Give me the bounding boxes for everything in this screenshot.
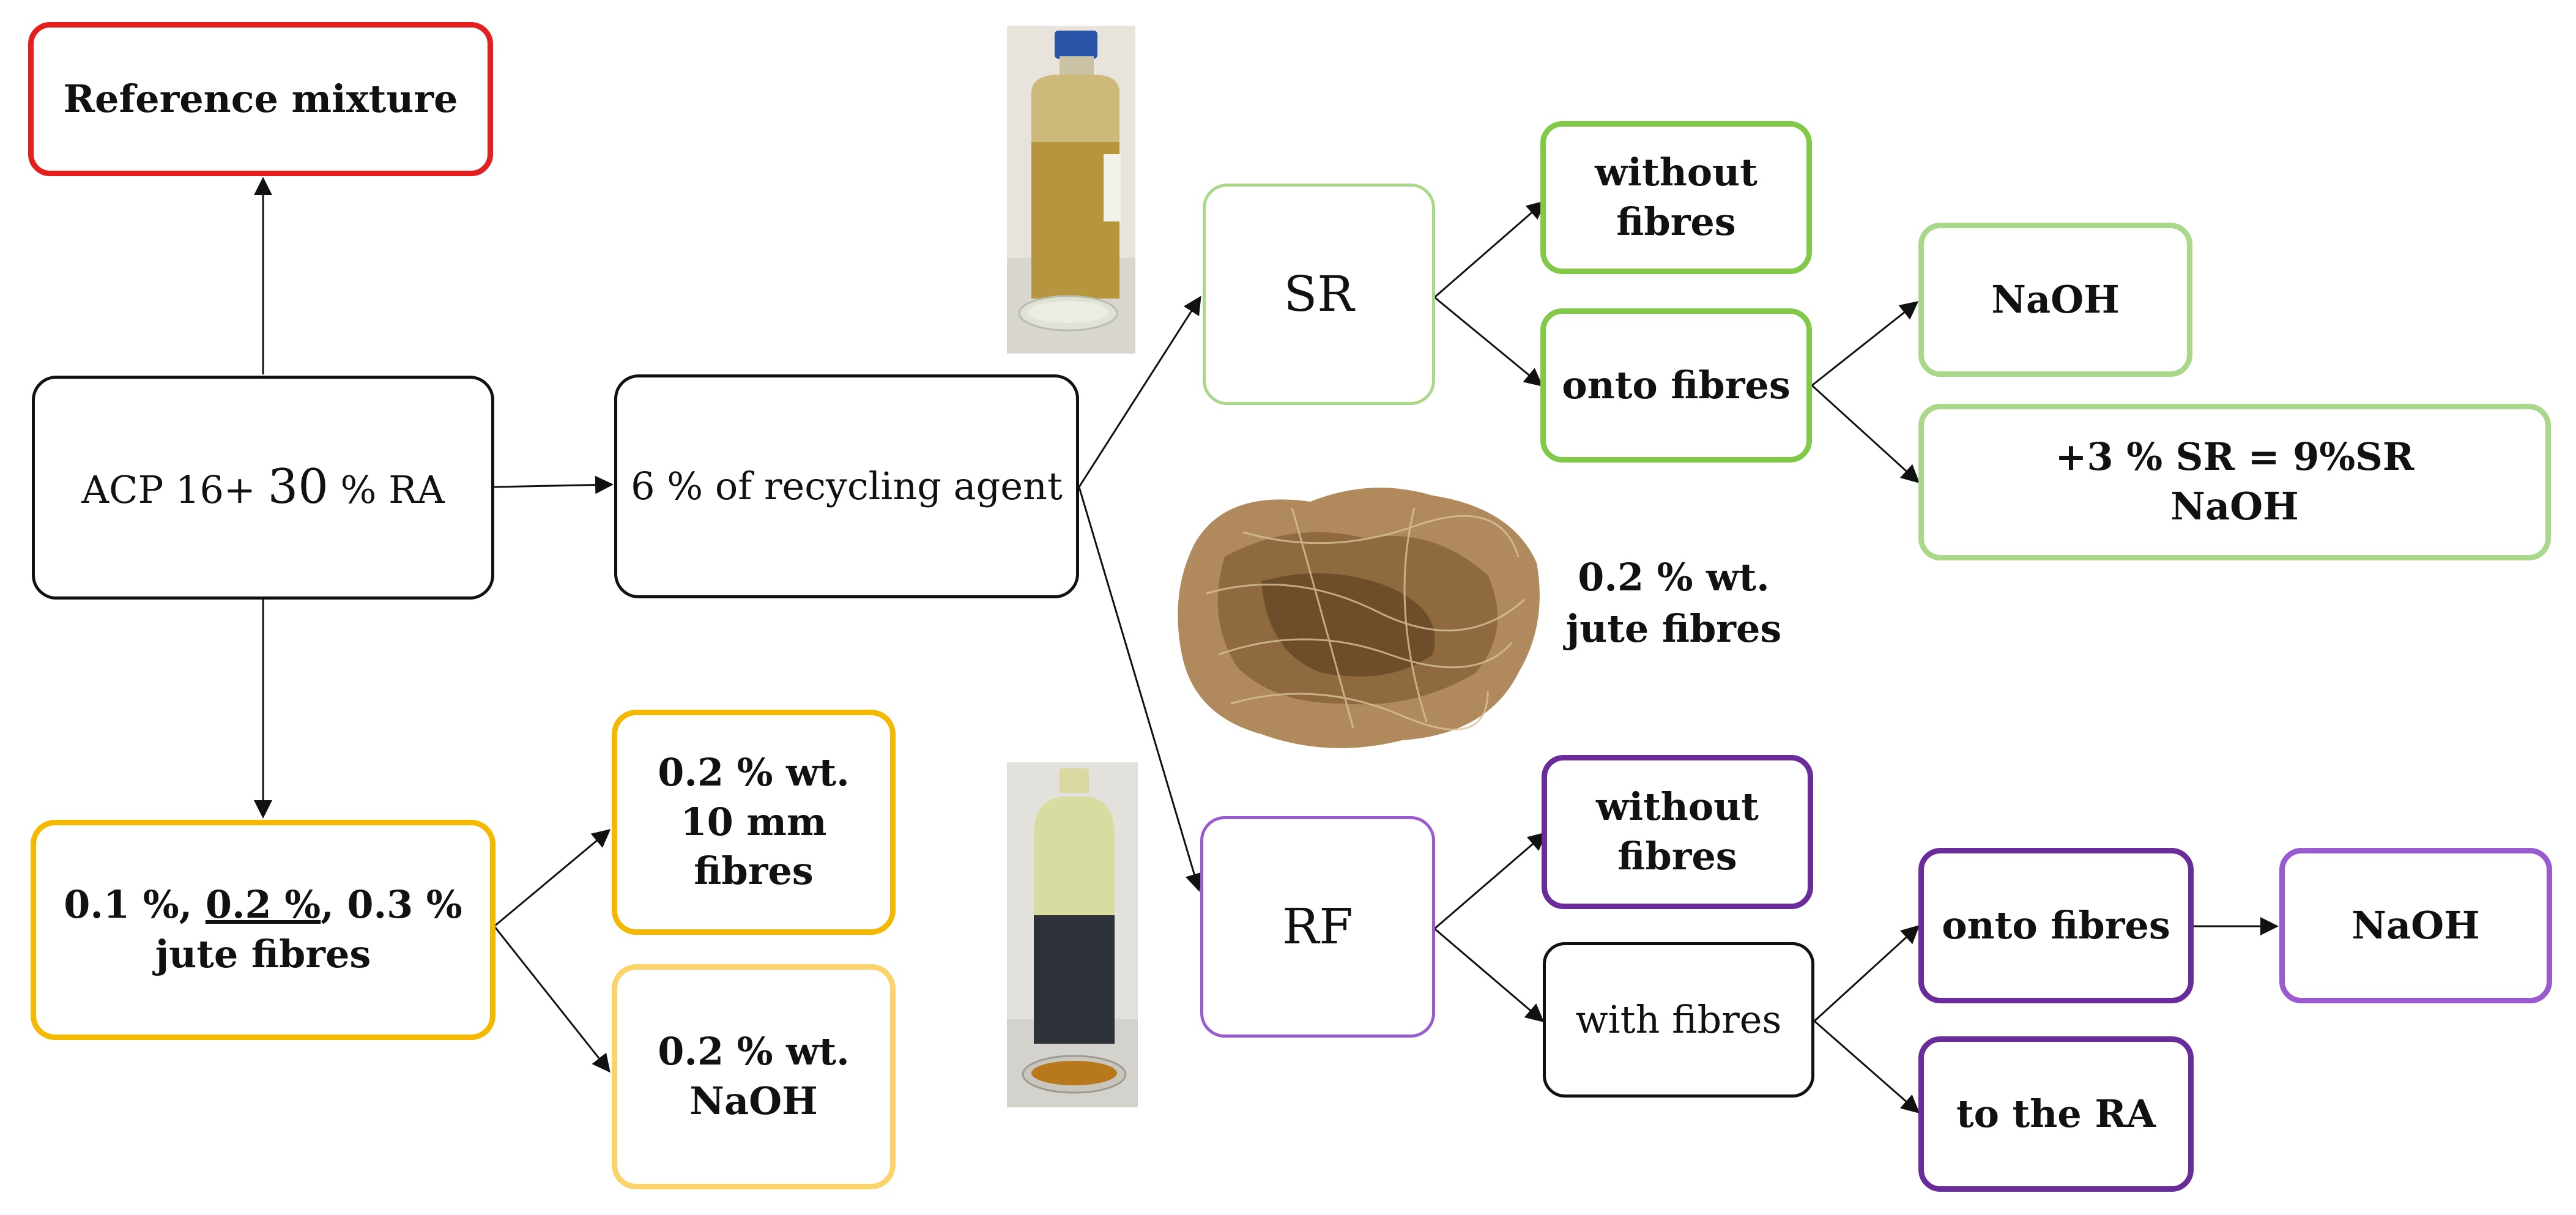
rf-with-fibres-box: with fibres bbox=[1543, 942, 1814, 1098]
sr-onto-label: onto fibres bbox=[1562, 362, 1791, 407]
arrow-recycling-to-rf bbox=[1078, 486, 1203, 892]
photo-sr-bottle bbox=[1007, 26, 1135, 354]
sr-label: SR bbox=[1283, 266, 1354, 322]
arrow-rf-with-to-ra bbox=[1814, 1020, 1920, 1113]
sr-bottle-image bbox=[1007, 26, 1135, 354]
naoh-yellow-line2: NaOH bbox=[689, 1079, 818, 1123]
jute-fibres-line2: jute fibres bbox=[155, 932, 371, 976]
rf-naoh-label: NaOH bbox=[2351, 902, 2480, 948]
fibres-10mm-line2: 10 mm bbox=[680, 799, 827, 844]
jute-fibres-label: 0.1 %, 0.2 %, 0.3 % jute fibres bbox=[64, 880, 462, 979]
jute-caption-line1: 0.2 % wt. bbox=[1578, 555, 1770, 600]
arrow-recycling-to-sr bbox=[1078, 295, 1201, 488]
acp-ra-label: ACP 16+ 30 % RA bbox=[81, 456, 444, 518]
rf-to-ra-label: to the RA bbox=[1956, 1091, 2156, 1136]
arrow-sr-to-onto bbox=[1434, 296, 1543, 387]
sr-without-line2: fibres bbox=[1616, 199, 1736, 244]
sr-plus-naoh-box: +3 % SR = 9%SR NaOH bbox=[1918, 404, 2551, 560]
acp-ra-number: 30 bbox=[267, 459, 328, 515]
arrow-sr-to-without bbox=[1434, 201, 1546, 299]
arrow-sr-onto-to-naoh bbox=[1811, 301, 1919, 387]
rf-without-line2: fibres bbox=[1617, 834, 1737, 879]
sr-without-fibres-box: without fibres bbox=[1540, 121, 1812, 274]
jute-fibres-line1: 0.1 %, 0.2 %, 0.3 % bbox=[64, 880, 462, 930]
arrow-acp-to-recycling bbox=[494, 475, 614, 494]
sr-box: SR bbox=[1203, 184, 1435, 405]
acp-ra-prefix: ACP 16+ bbox=[81, 467, 268, 513]
photo-jute-fibres bbox=[1170, 471, 1548, 759]
arrow-jute-to-naoh-yellow bbox=[493, 926, 611, 1073]
rf-box: RF bbox=[1200, 816, 1435, 1038]
fibres-10mm-box: 0.2 % wt. 10 mm fibres bbox=[612, 710, 896, 935]
fibres-10mm-line1: 0.2 % wt. bbox=[658, 750, 850, 795]
rf-label: RF bbox=[1282, 898, 1353, 955]
rf-onto-label: onto fibres bbox=[1942, 902, 2170, 948]
jute-caption-line2: jute fibres bbox=[1565, 606, 1782, 651]
photo-rf-bottle bbox=[1007, 762, 1138, 1107]
sr-naoh-box: NaOH bbox=[1918, 223, 2192, 377]
rf-with-label: with fibres bbox=[1575, 997, 1782, 1042]
rf-bottle-image bbox=[1007, 762, 1138, 1107]
rf-to-ra-box: to the RA bbox=[1918, 1036, 2194, 1192]
jute-fibres-caption: 0.2 % wt. jute fibres bbox=[1557, 552, 1790, 654]
jute-fibres-box: 0.1 %, 0.2 %, 0.3 % jute fibres bbox=[31, 820, 496, 1040]
rf-without-line1: without bbox=[1596, 784, 1759, 830]
sr-plus-line1: +3 % SR = 9%SR bbox=[2055, 434, 2415, 480]
jute-pct-2: 0.2 % bbox=[205, 882, 321, 927]
sr-without-line1: without bbox=[1595, 150, 1758, 195]
rf-onto-fibres-box: onto fibres bbox=[1918, 848, 2194, 1003]
recycling-agent-label: 6 % of recycling agent bbox=[631, 463, 1063, 508]
jute-fibres-image bbox=[1178, 488, 1540, 748]
reference-mixture-box: Reference mixture bbox=[28, 22, 493, 176]
sr-naoh-label: NaOH bbox=[1991, 277, 2120, 322]
acp-ra-box: ACP 16+ 30 % RA bbox=[32, 376, 494, 600]
rf-without-fibres-box: without fibres bbox=[1542, 755, 1813, 909]
jute-pct-3: , 0.3 % bbox=[321, 882, 462, 927]
reference-mixture-label: Reference mixture bbox=[63, 76, 458, 121]
arrow-sr-onto-to-plus bbox=[1811, 384, 1920, 484]
sr-onto-fibres-box: onto fibres bbox=[1540, 308, 1812, 463]
arrow-rf-with-to-onto bbox=[1813, 924, 1920, 1022]
arrow-rf-to-with bbox=[1434, 927, 1545, 1022]
arrow-rf-to-without bbox=[1434, 832, 1547, 930]
arrow-jute-to-10mm bbox=[494, 829, 611, 927]
sr-plus-line2: NaOH bbox=[2170, 484, 2299, 529]
naoh-yellow-box: 0.2 % wt. NaOH bbox=[612, 964, 896, 1189]
recycling-agent-box: 6 % of recycling agent bbox=[614, 374, 1079, 598]
fibres-10mm-line3: fibres bbox=[694, 849, 814, 894]
jute-pct-1: 0.1 %, bbox=[64, 882, 206, 927]
acp-ra-suffix: % RA bbox=[328, 467, 445, 513]
rf-naoh-box: NaOH bbox=[2279, 848, 2552, 1003]
naoh-yellow-line1: 0.2 % wt. bbox=[658, 1029, 850, 1074]
